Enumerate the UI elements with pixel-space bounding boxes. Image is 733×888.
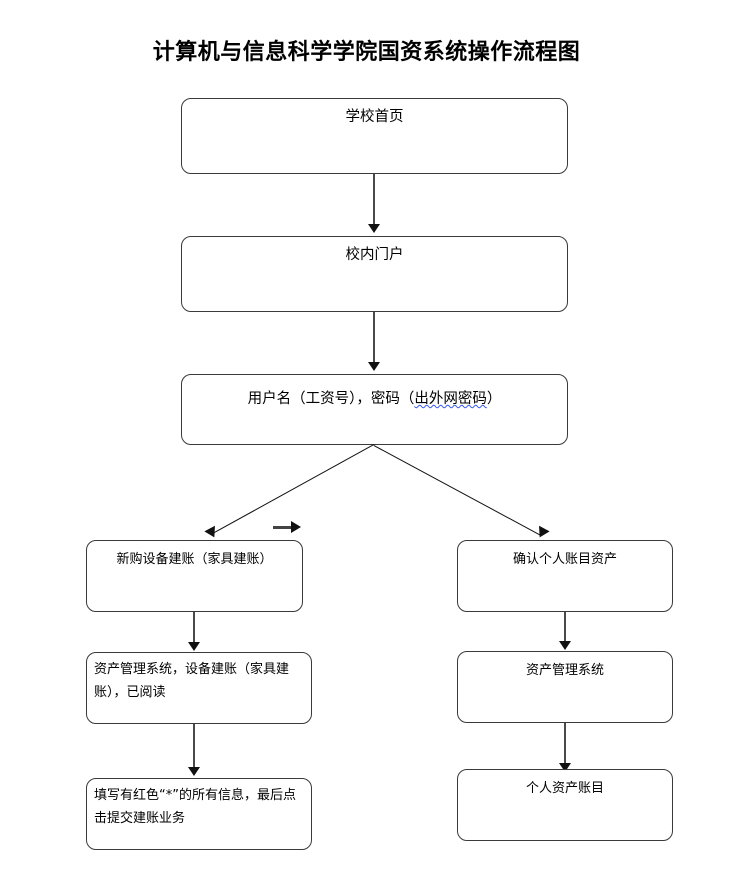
node-new-equipment-account-label: 新购设备建账（家具建账） [116,552,273,567]
node-school-homepage[interactable]: 学校首页 [181,98,568,174]
node-school-homepage-label: 学校首页 [345,109,404,125]
login-label-suffix: ） [486,391,502,407]
node-fill-red-star-info[interactable]: 填写有红色“*”的所有信息，最后点击提交建账业务 [86,778,312,850]
node-asset-system-label: 资产管理系统 [525,663,604,678]
connector-homepage-to-portal-arrowhead [368,224,380,233]
node-personal-asset-ledger[interactable]: 个人资产账目 [457,769,673,841]
node-campus-portal-label: 校内门户 [345,247,404,263]
stray-right-arrow-line [273,526,293,529]
connector-asset-system-to-ledger-arrowhead [559,763,571,772]
connector-portal-to-login-line [373,312,375,364]
connector-new-equipment-to-asset-system-arrowhead [188,642,200,651]
connector-confirm-assets-to-asset-system-arrowhead [559,641,571,650]
login-label-prefix: 用户名（工资号），密码（ [247,391,415,407]
login-label-wavy-text: 出外网密码 [414,391,487,407]
connector-asset-system-equipment-to-fill-info-line [193,724,195,769]
connector-login-to-new-equipment-arrowhead [204,525,220,541]
connector-asset-system-equipment-to-fill-info-arrowhead [188,767,200,776]
connector-asset-system-to-ledger-line [564,723,566,765]
node-confirm-personal-assets[interactable]: 确认个人账目资产 [457,540,673,612]
node-campus-portal[interactable]: 校内门户 [181,236,568,312]
node-asset-system[interactable]: 资产管理系统 [457,651,673,723]
node-asset-system-equipment-label: 资产管理系统，设备建账（家具建账），已阅读 [94,662,290,700]
connector-login-to-confirm-assets-arrowhead [534,525,550,541]
connector-portal-to-login-arrowhead [368,362,380,371]
node-login-credentials-label: 用户名（工资号），密码（出外网密码） [192,387,557,412]
node-fill-red-star-info-label: 填写有红色“*”的所有信息，最后点击提交建账业务 [94,788,296,826]
node-new-equipment-account[interactable]: 新购设备建账（家具建账） [86,540,303,612]
connector-homepage-to-portal-line [373,174,375,226]
node-login-credentials[interactable]: 用户名（工资号），密码（出外网密码） [181,374,568,445]
node-personal-asset-ledger-label: 个人资产账目 [525,781,604,796]
node-confirm-personal-assets-label: 确认个人账目资产 [512,552,617,567]
connector-confirm-assets-to-asset-system-line [564,612,566,643]
stray-right-arrow-icon [291,521,301,533]
connector-new-equipment-to-asset-system-line [193,612,195,644]
node-asset-system-equipment[interactable]: 资产管理系统，设备建账（家具建账），已阅读 [86,652,312,724]
page-title: 计算机与信息科学学院国资系统操作流程图 [152,39,581,65]
connector-login-to-confirm-assets-line [373,445,542,536]
